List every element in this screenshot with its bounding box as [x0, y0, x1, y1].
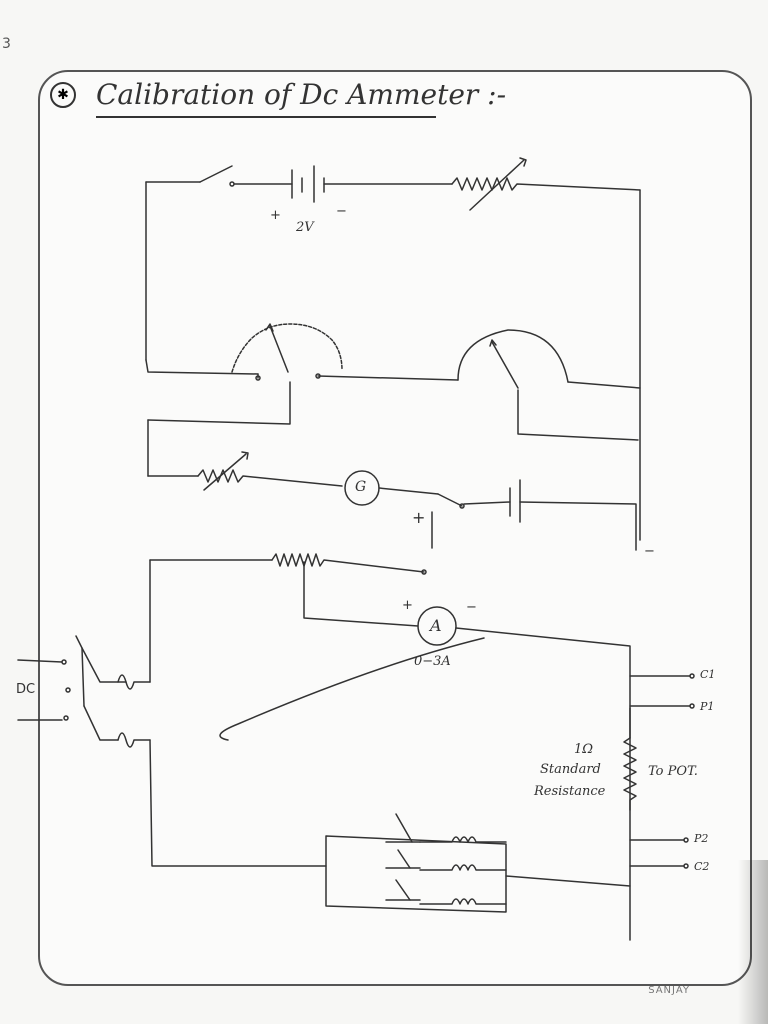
rheostat-mid [197, 469, 343, 487]
ammeter-circuit [17, 553, 695, 941]
ammeter-range-label: 0−3A [414, 654, 451, 669]
galvanometer-branch [147, 451, 637, 551]
dc-source-label: DC [16, 682, 36, 697]
rheostat-low [271, 553, 425, 573]
slide-wire-arc [457, 329, 569, 383]
load-switch-3 [395, 879, 411, 901]
footer-brand: SANJAY [648, 985, 690, 996]
page-number: 3 [2, 36, 11, 52]
ammeter-pointer [219, 637, 485, 741]
battery-plus-label: + [270, 208, 281, 223]
switch-top [199, 165, 233, 183]
ammeter-icon [417, 606, 457, 646]
c2-label: C2 [694, 860, 710, 873]
load-bank [325, 813, 631, 913]
decade-dial-resistors [231, 323, 343, 373]
ammeter-label: A [430, 616, 442, 635]
to-pot-label: To POT. [648, 764, 698, 779]
battery-icon [291, 165, 325, 203]
cell-plus-label: + [412, 508, 426, 527]
rheostat-top [451, 177, 641, 191]
battery-voltage-label: 2V [296, 220, 314, 235]
battery-minus-label: − [336, 204, 347, 219]
standard-resistance [623, 673, 695, 869]
bullet-icon: ✱ [50, 82, 76, 108]
ammeter-plus-label: + [402, 598, 413, 613]
dc-input [17, 635, 151, 748]
top-supply-circuit [145, 157, 641, 541]
p2-label: P2 [694, 832, 709, 845]
load-switch-1 [395, 813, 413, 843]
title-underline [96, 116, 436, 118]
standard-resistance-label-2: Resistance [534, 784, 606, 799]
ammeter-minus-label: − [466, 600, 477, 615]
potentiometer-dials [145, 323, 641, 477]
diagram-card [38, 70, 752, 986]
standard-resistance-label-1: Standard [540, 762, 601, 777]
c1-label: C1 [700, 668, 716, 681]
page-title: Calibration of Dc Ammeter :- [96, 78, 507, 111]
page-shadow [738, 860, 768, 1024]
resistance-value-label: 1Ω [574, 742, 594, 757]
fuse-1 [117, 674, 151, 690]
fuse-2 [117, 732, 151, 748]
galvanometer-label: G [355, 479, 367, 495]
key-switch [437, 493, 463, 507]
p1-label: P1 [700, 700, 715, 713]
load-switch-2 [397, 849, 411, 869]
cell-minus-label: − [644, 544, 655, 559]
